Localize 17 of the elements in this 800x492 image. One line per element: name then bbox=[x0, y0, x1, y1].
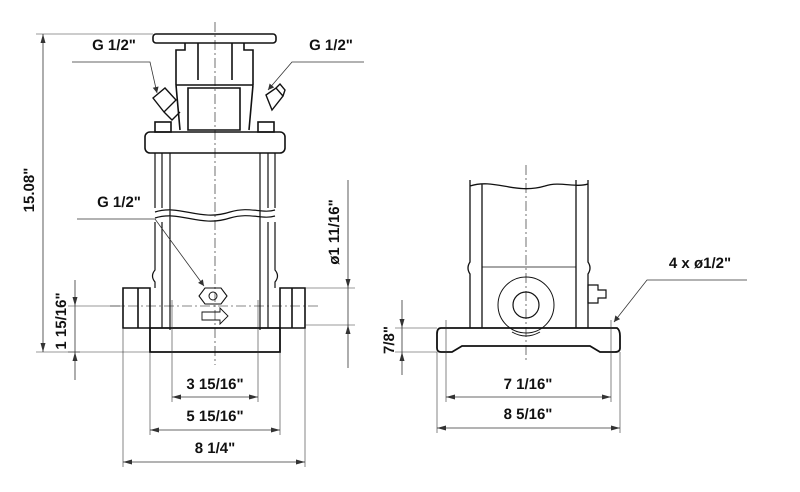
leader-line bbox=[614, 280, 748, 322]
callout-label: 4 x ø1/2" bbox=[655, 256, 745, 274]
dimension-label: 15.08" bbox=[22, 168, 38, 212]
dimension-label: 5 15/16" bbox=[186, 409, 244, 425]
dimension-label: 1 15/16" bbox=[54, 292, 70, 350]
leader-line bbox=[72, 62, 159, 94]
dimension-label: 7/8" bbox=[382, 326, 398, 354]
dimension-label: 8 5/16" bbox=[504, 407, 552, 423]
callout-label: G 1/2" bbox=[300, 38, 362, 56]
dimension-label: 8 1/4" bbox=[194, 441, 236, 457]
leader-line bbox=[268, 62, 364, 90]
callout-label: G 1/2" bbox=[85, 195, 153, 213]
callout-label: G 1/2" bbox=[80, 38, 148, 56]
leader-line bbox=[76, 218, 204, 286]
dimension-label: 3 15/16" bbox=[186, 377, 244, 393]
dimension-label: ø1 11/16" bbox=[327, 199, 343, 265]
dimension-label: 7 1/16" bbox=[504, 377, 552, 393]
